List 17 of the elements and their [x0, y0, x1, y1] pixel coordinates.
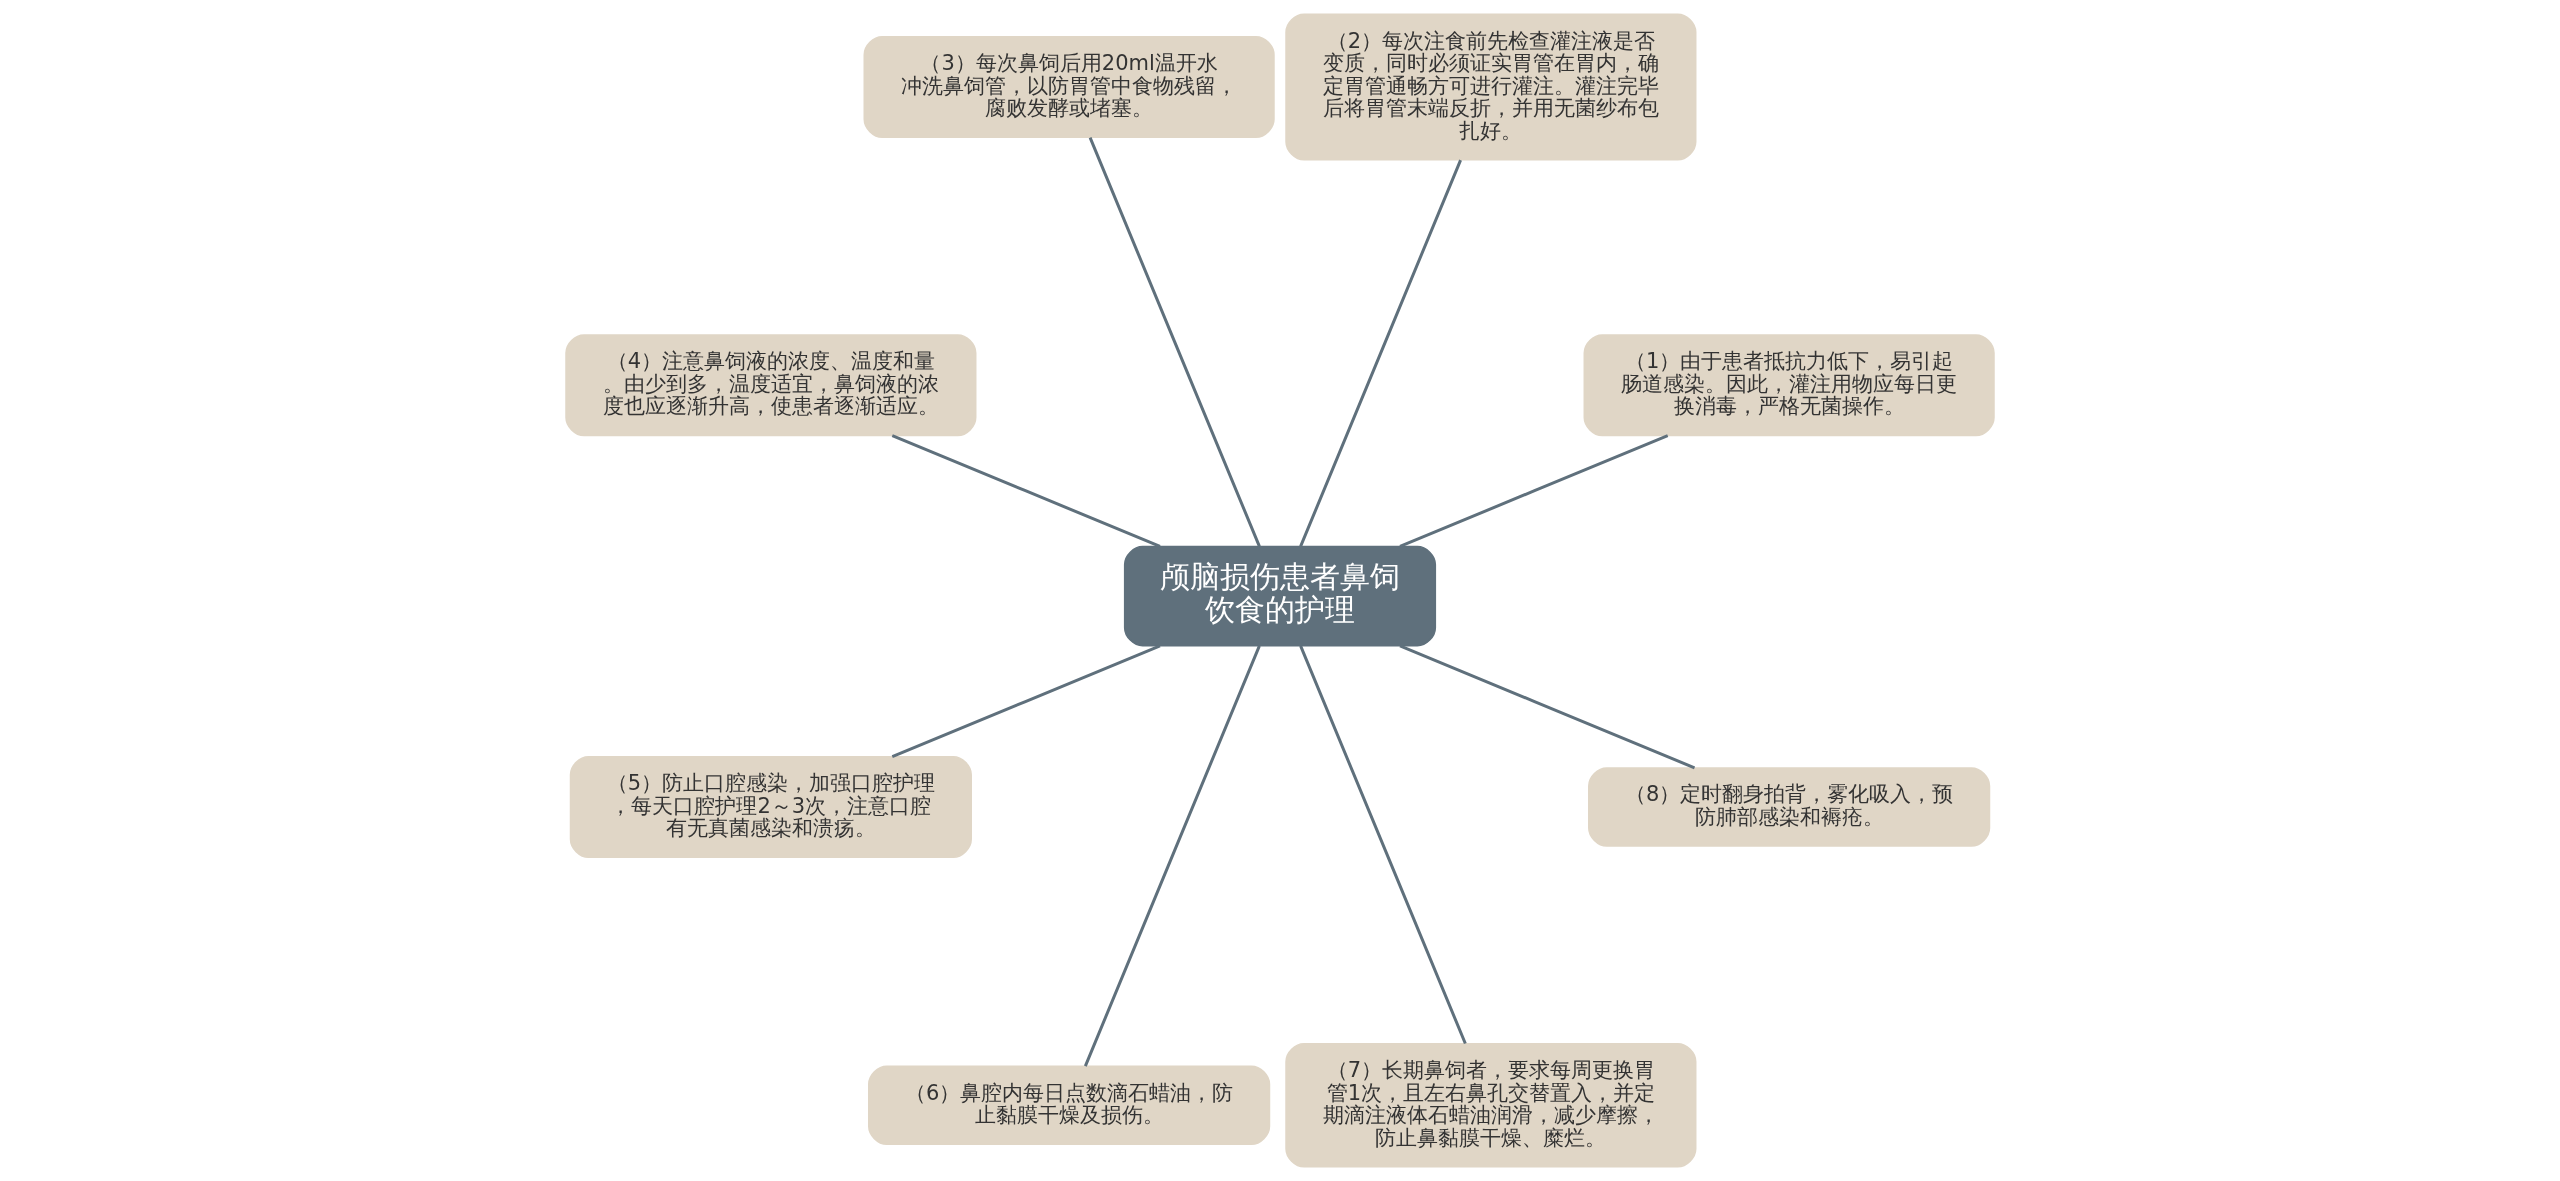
node-box: （3）每次鼻饲后用20ml温开水冲洗鼻饲管，以防胃管中食物残留，腐败发酵或堵塞。 — [863, 35, 1275, 139]
connector — [1088, 137, 1261, 547]
connector — [1299, 159, 1462, 547]
connector — [891, 644, 1161, 759]
node-box: （8）定时翻身拍背，雾化吸入，预防肺部感染和褥疮。 — [1588, 767, 1991, 847]
node-box: 颅脑损伤患者鼻饲饮食的护理 — [1123, 545, 1437, 647]
node-box: （5）防止口腔感染，加强口腔护理，每天口腔护理2～3次，注意口腔有无真菌感染和溃疡。 — [569, 756, 972, 859]
node-box: （1）由于患者抵抗力低下，易引起肠道感染。因此，灌注用物应每日更换消毒，严格无菌操作。 — [1583, 334, 1995, 437]
node-box: （6）鼻腔内每日点数滴石蜡油，防止黏膜干燥及损伤。 — [868, 1065, 1271, 1146]
node-box: （4）注意鼻饲液的浓度、温度和量。由少到多，温度适宜，鼻饲液的浓度也应逐渐升高，使患者逐渐适应。 — [565, 334, 977, 437]
node-box: （7）长期鼻饲者，要求每周更换胃管1次，且左右鼻孔交替置入，并定期滴注液体石蜡油润滑，减少摩擦，防止鼻黏膜干燥、糜烂。 — [1285, 1042, 1697, 1168]
connector — [891, 434, 1161, 548]
connector — [1083, 645, 1261, 1067]
connector — [1399, 644, 1696, 770]
connector — [1299, 645, 1467, 1045]
node-box: （2）每次注食前先检查灌注液是否变质，同时必须证实胃管在胃内，确定胃管通畅方可进行灌注。灌注完毕后将胃管末端反折，并用无菌纱布包扎好。 — [1285, 13, 1697, 161]
connector — [1399, 434, 1669, 548]
